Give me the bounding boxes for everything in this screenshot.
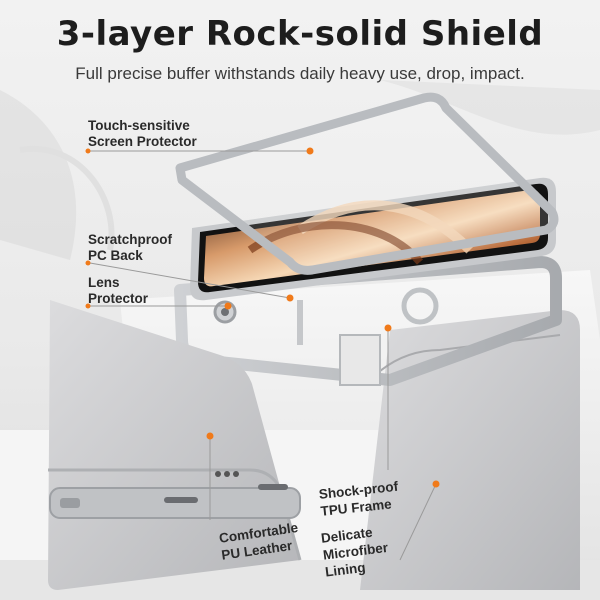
callout-dot-pc-back-end bbox=[286, 294, 294, 302]
callout-dot-pc-back bbox=[85, 260, 91, 266]
callout-screen-protector: Touch-sensitive Screen Protector bbox=[88, 118, 197, 150]
callout-dot-screen bbox=[85, 148, 91, 154]
callout-lines bbox=[89, 150, 437, 561]
callout-dot-tpu bbox=[384, 324, 392, 332]
callout-dot-microfiber bbox=[432, 480, 440, 488]
callout-text: Protector bbox=[88, 291, 149, 306]
callout-dot-screen-end bbox=[306, 147, 314, 155]
leather-folio bbox=[48, 300, 302, 590]
screen-protector bbox=[175, 92, 559, 275]
page-subtitle: Full precise buffer withstands daily hea… bbox=[75, 64, 525, 83]
page-title: 3-layer Rock-solid Shield bbox=[56, 14, 544, 54]
callout-text: Scratchproof bbox=[88, 232, 173, 247]
callout-dot-lens bbox=[85, 303, 91, 309]
callout-text: Screen Protector bbox=[88, 134, 197, 149]
callout-text: PC Back bbox=[88, 248, 143, 263]
callout-dots bbox=[85, 147, 440, 488]
callout-text: Lens bbox=[88, 275, 120, 290]
callout-text: Touch-sensitive bbox=[88, 118, 190, 133]
callout-pc-back: Scratchproof PC Back bbox=[88, 232, 172, 264]
callout-dot-leather bbox=[206, 432, 214, 440]
callout-microfiber-lining: Delicate Microfiber Lining bbox=[320, 522, 391, 581]
callout-lens-protector: Lens Protector bbox=[88, 275, 148, 307]
callout-dot-lens-end bbox=[224, 302, 232, 310]
